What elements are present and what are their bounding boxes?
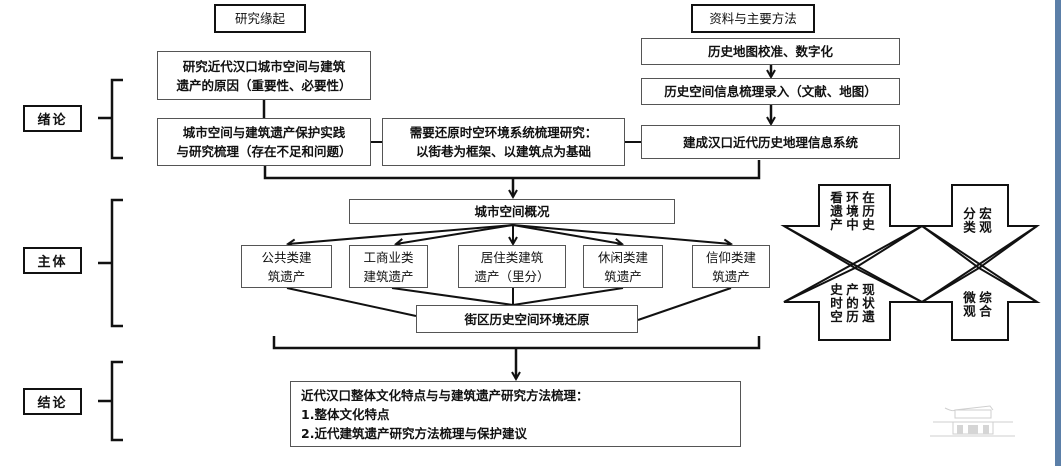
arrow-to-public (288, 224, 514, 244)
category-religious: 信仰类建筑遗产 (692, 245, 770, 288)
category-leisure: 休闲类建筑遗产 (583, 245, 663, 288)
brace-body (98, 198, 123, 328)
brace-conclusion (98, 360, 123, 442)
category-public: 公共类建筑遗产 (241, 245, 332, 288)
category-commercial: 工商业类建筑遗产 (349, 245, 428, 288)
section-label-conclusion: 结论 (23, 388, 82, 415)
urban-overview-box: 城市空间概况 (349, 199, 675, 224)
conclusion-item: 2.近代建筑遗产研究方法梳理与保护建议 (301, 425, 527, 441)
research-need-box: 需要还原时空环境系统梳理研究： 以街巷为框架、以建筑点为基础 (382, 118, 625, 166)
side-scroll-bar (1055, 0, 1061, 466)
method-step-2: 历史空间信息梳理录入（文献、地图） (641, 78, 900, 105)
conclusion-box: 近代汉口整体文化特点与与建筑遗产研究方法梳理： 1.整体文化特点 2.近代建筑遗… (290, 381, 741, 447)
origin-header: 研究缘起 (214, 4, 306, 33)
conclusion-title: 近代汉口整体文化特点与与建筑遗产研究方法梳理： (301, 387, 589, 403)
line-public-block (286, 287, 417, 317)
conclusion-item: 1.整体文化特点 (301, 406, 390, 422)
method-step-1: 历史地图校准、数字化 (641, 38, 900, 65)
category-residential: 居住类建筑遗产（里分） (458, 245, 566, 288)
method-step-3: 建成汉口近代历史地理信息系统 (641, 125, 900, 159)
arrow-to-commercial (396, 224, 514, 244)
section-label-body: 主体 (23, 247, 82, 274)
line-religious-block (637, 287, 732, 321)
brace-intro (98, 78, 123, 160)
line-leisure-block (512, 287, 624, 306)
research-reason-box: 研究近代汉口城市空间与建筑 遗产的原因（重要性、必要性） (157, 51, 371, 100)
section-label-intro: 绪论 (23, 105, 82, 132)
bracket-lower (272, 336, 761, 350)
line-commercial-block (391, 287, 514, 306)
perspective-top-right: 宏观分类 (961, 207, 992, 234)
perspective-bottom-left: 现状遗产的历史时空 (828, 283, 875, 324)
practice-review-box: 城市空间与建筑遗产保护实践 与研究梳理（存在不足和问题） (157, 118, 371, 166)
perspective-diagram (780, 184, 1041, 341)
perspective-top-left: 在历史环境中看遗产 (828, 191, 875, 232)
methods-header: 资料与主要方法 (691, 4, 815, 33)
arrow-to-leisure (512, 224, 622, 244)
perspective-bottom-right: 综合微观 (961, 291, 992, 318)
block-restore-box: 街区历史空间环境还原 (416, 305, 638, 333)
arrow-to-religious (512, 224, 731, 244)
building-watermark-icon (930, 405, 1015, 437)
